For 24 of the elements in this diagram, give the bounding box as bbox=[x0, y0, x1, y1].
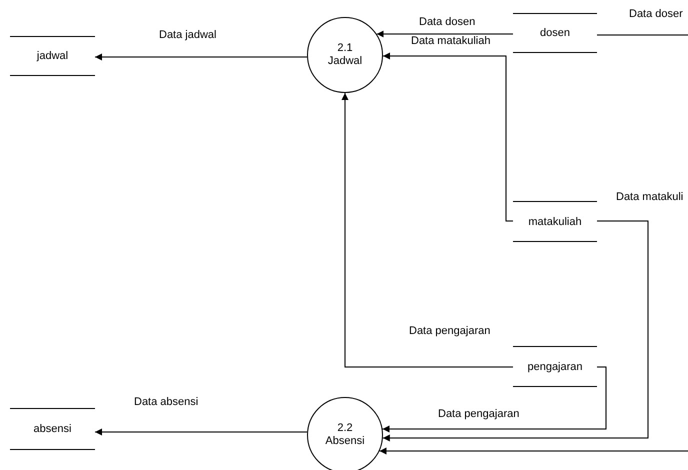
edge-label: Data jadwal bbox=[158, 29, 218, 42]
edge-label: Data pengajaran bbox=[437, 408, 520, 421]
data-store bbox=[513, 201, 597, 242]
data-store bbox=[513, 13, 597, 53]
connector-line bbox=[596, 34, 688, 36]
arrow bbox=[376, 30, 514, 38]
data-store bbox=[10, 36, 95, 76]
process-label: 2.1 Jadwal bbox=[326, 42, 364, 68]
data-store bbox=[10, 408, 95, 450]
store-label: absensi bbox=[34, 423, 72, 435]
edge-label: Data pengajaran bbox=[408, 325, 492, 338]
store-label: pengajaran bbox=[527, 360, 583, 372]
arrow bbox=[94, 428, 308, 436]
store-label: matakuliah bbox=[528, 216, 582, 228]
arrow bbox=[382, 220, 648, 442]
arrow bbox=[382, 366, 606, 432]
arrow bbox=[378, 448, 688, 454]
store-label: jadwal bbox=[36, 50, 68, 62]
arrow bbox=[382, 52, 514, 222]
data-store bbox=[513, 346, 597, 387]
process-label: 2.2 Absensi bbox=[324, 422, 366, 448]
arrow bbox=[342, 92, 514, 368]
store-label: dosen bbox=[540, 27, 570, 39]
arrow bbox=[94, 54, 308, 60]
